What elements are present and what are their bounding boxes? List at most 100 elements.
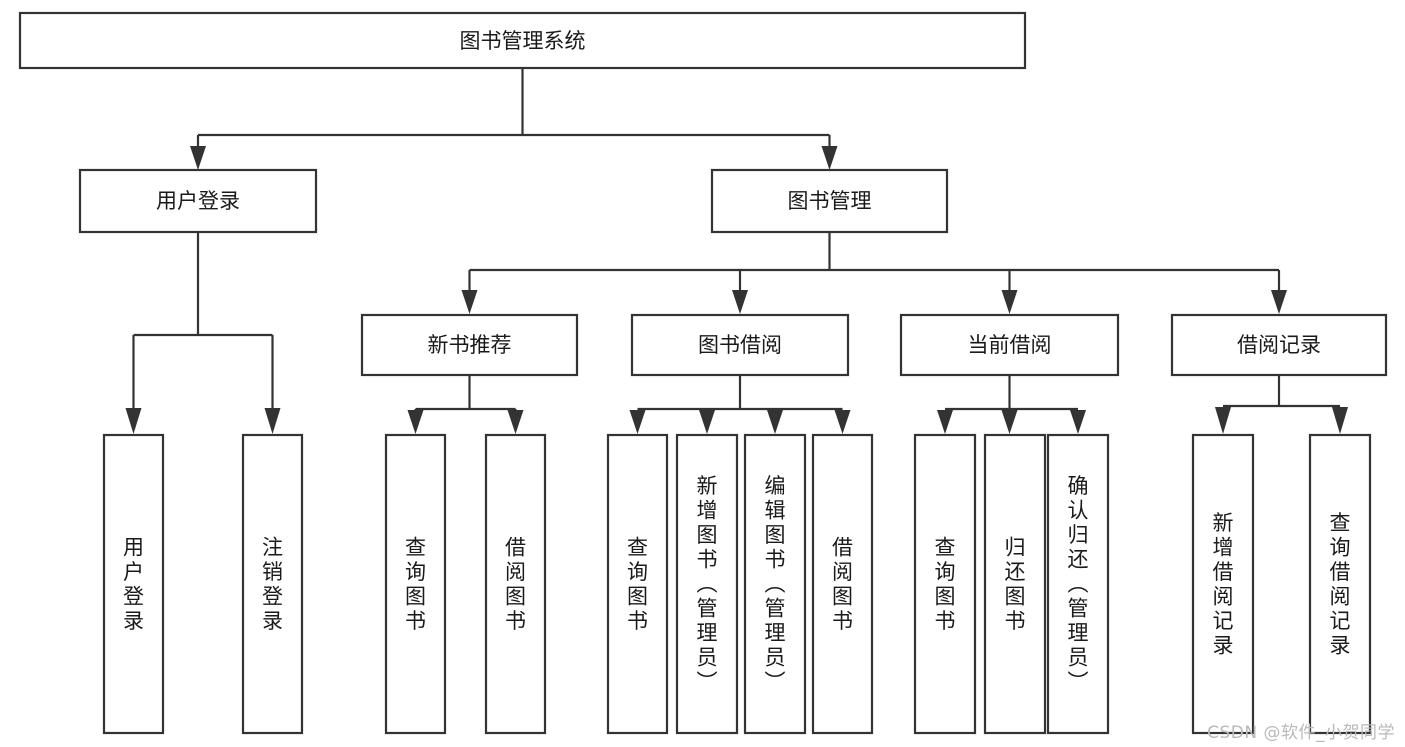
- svg-text:询: 询: [405, 560, 426, 584]
- node-borrow-record[interactable]: 借阅记录: [1170, 313, 1388, 377]
- svg-text:图: 图: [1005, 584, 1026, 608]
- svg-text:录: 录: [1213, 633, 1234, 657]
- svg-text:归: 归: [1005, 535, 1026, 559]
- node-leaf-return-book[interactable]: [983, 433, 1047, 735]
- arrow-head-leaf-add-record: [1215, 407, 1231, 434]
- svg-text:用: 用: [123, 535, 144, 559]
- svg-text:还: 还: [1005, 560, 1026, 584]
- svg-text:借: 借: [1213, 560, 1234, 584]
- arrow-head-borrow-record: [1271, 290, 1287, 314]
- svg-text:员: 员: [765, 646, 786, 670]
- svg-text:理: 理: [1068, 621, 1089, 645]
- node-leaf-query-book-2[interactable]: [606, 433, 669, 735]
- node-leaf-add-record[interactable]: [1191, 433, 1255, 735]
- node-leaf-query-record[interactable]: [1308, 433, 1372, 735]
- svg-text:查: 查: [935, 535, 956, 559]
- svg-text:书: 书: [935, 609, 956, 633]
- node-leaf-add-book[interactable]: [675, 433, 739, 735]
- node-leaf-confirm-return[interactable]: [1046, 433, 1110, 735]
- arrow-head-leaf-borrow-book-2: [834, 410, 851, 434]
- svg-text:图: 图: [832, 584, 853, 608]
- svg-text:录: 录: [1330, 633, 1351, 657]
- node-leaf-query-book-3[interactable]: [913, 433, 977, 735]
- node-current-borrow[interactable]: 当前借阅: [899, 313, 1120, 377]
- arrow-head-leaf-query-book-1: [407, 410, 424, 434]
- arrow-head-leaf-add-book: [699, 410, 715, 434]
- svg-text:编: 编: [765, 474, 786, 498]
- node-leaf-query-book-1[interactable]: [384, 433, 447, 735]
- node-borrow-record-label: 借阅记录: [1237, 333, 1321, 357]
- node-book-borrow[interactable]: 图书借阅: [630, 313, 850, 377]
- arrow-head-leaf-user-logout: [264, 408, 281, 434]
- svg-text:图: 图: [627, 584, 648, 608]
- svg-text:管: 管: [765, 597, 786, 621]
- svg-text:图: 图: [505, 584, 526, 608]
- svg-text:查: 查: [627, 535, 648, 559]
- arrow-head-leaf-borrow-book-1: [507, 410, 524, 434]
- node-book-manage[interactable]: 图书管理: [710, 168, 949, 234]
- svg-text:图: 图: [697, 523, 718, 547]
- svg-text:归: 归: [1068, 523, 1089, 547]
- node-leaf-borrow-book-1[interactable]: [484, 433, 547, 735]
- svg-text:询: 询: [935, 560, 956, 584]
- node-leaf-user-login[interactable]: [102, 433, 165, 735]
- node-user-login[interactable]: 用户登录: [78, 168, 318, 234]
- node-leaf-user-logout[interactable]: [241, 433, 304, 735]
- svg-text:︶: ︶: [1068, 670, 1089, 694]
- svg-text:︵: ︵: [1068, 572, 1089, 596]
- svg-text:辑: 辑: [765, 499, 786, 523]
- svg-text:︶: ︶: [697, 670, 718, 694]
- arrow-head-book-manage: [821, 146, 838, 170]
- arrow-head-user-login: [190, 146, 206, 170]
- svg-text:员: 员: [1068, 646, 1089, 670]
- svg-text:借: 借: [832, 535, 853, 559]
- arrow-head-current-borrow: [1001, 290, 1018, 314]
- svg-text:注: 注: [262, 535, 283, 559]
- node-book-borrow-label: 图书借阅: [698, 333, 782, 357]
- svg-text:图: 图: [405, 584, 426, 608]
- arrow-head-leaf-user-login: [125, 408, 142, 434]
- connector-layer: [125, 68, 1348, 434]
- svg-text:理: 理: [697, 621, 718, 645]
- svg-text:书: 书: [627, 609, 648, 633]
- svg-text:新: 新: [1213, 511, 1234, 535]
- node-leaf-edit-book[interactable]: [743, 433, 807, 735]
- svg-text:增: 增: [1213, 535, 1234, 559]
- svg-text:录: 录: [123, 609, 144, 633]
- svg-text:书: 书: [832, 609, 853, 633]
- svg-text:登: 登: [262, 584, 283, 608]
- svg-text:管: 管: [697, 597, 718, 621]
- svg-text:图: 图: [765, 523, 786, 547]
- node-leaf-user-login-label: 用户登录: [123, 535, 144, 633]
- arrow-head-leaf-confirm-return: [1070, 410, 1086, 434]
- arrow-head-leaf-query-record: [1332, 407, 1348, 434]
- node-new-book-recommend[interactable]: 新书推荐: [360, 313, 579, 377]
- svg-text:认: 认: [1068, 499, 1089, 523]
- svg-text:询: 询: [627, 560, 648, 584]
- svg-text:管: 管: [1068, 597, 1089, 621]
- arrow-head-leaf-query-book-3: [937, 410, 953, 434]
- node-leaf-borrow-book-2[interactable]: [811, 433, 874, 735]
- node-root[interactable]: 图书管理系统: [18, 11, 1027, 70]
- arrow-head-book-borrow: [732, 290, 748, 314]
- arrow-head-leaf-query-book-2: [629, 410, 646, 434]
- arrow-head-leaf-return-book: [1001, 410, 1018, 434]
- svg-text:录: 录: [262, 609, 283, 633]
- svg-text:借: 借: [1330, 560, 1351, 584]
- svg-text:图: 图: [935, 584, 956, 608]
- svg-text:户: 户: [123, 560, 144, 584]
- svg-text:记: 记: [1213, 609, 1234, 633]
- svg-text:书: 书: [505, 609, 526, 633]
- svg-text:︶: ︶: [765, 670, 786, 694]
- node-new-book-recommend-label: 新书推荐: [428, 333, 512, 357]
- svg-text:查: 查: [1330, 511, 1351, 535]
